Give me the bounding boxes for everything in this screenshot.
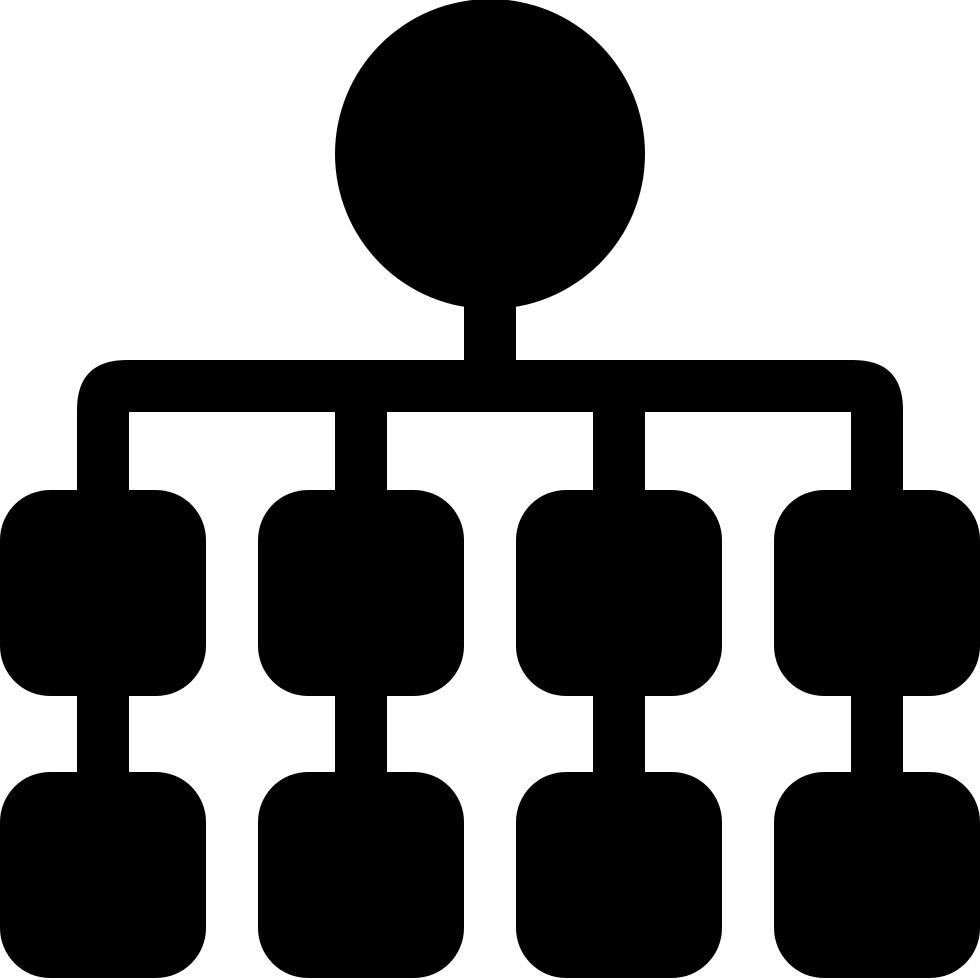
column-connector-4 <box>851 680 903 790</box>
column-connector-2 <box>335 680 387 790</box>
child-node-3-2 <box>516 772 722 978</box>
root-node <box>335 0 645 309</box>
column-connector-1 <box>77 680 129 790</box>
child-node-2-1 <box>258 490 464 696</box>
child-node-4-1 <box>774 490 980 696</box>
branch-connector-2 <box>335 400 387 500</box>
child-node-2-2 <box>258 772 464 978</box>
child-node-1-2 <box>0 772 206 978</box>
column-connector-3 <box>593 680 645 790</box>
branch-bus <box>77 360 903 490</box>
branch-connector-3 <box>593 400 645 500</box>
child-node-1-1 <box>0 490 206 696</box>
child-node-3-1 <box>516 490 722 696</box>
child-node-4-2 <box>774 772 980 978</box>
